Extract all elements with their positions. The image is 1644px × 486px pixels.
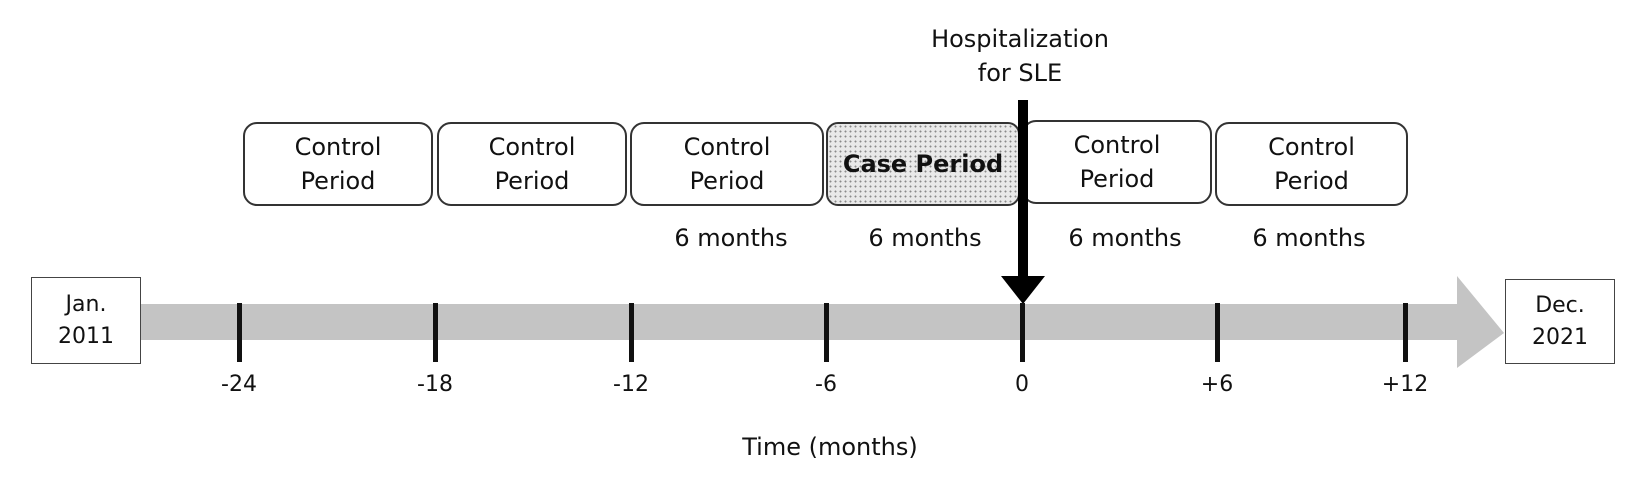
period-label-line1: Control: [488, 133, 576, 161]
tick-label: 0: [1015, 372, 1029, 397]
period-label-line2: Period: [1274, 167, 1349, 195]
end-date-line1: Dec.: [1535, 292, 1585, 318]
start-date-box: Jan. 2011: [31, 277, 141, 364]
event-arrow-shaft: [1018, 100, 1028, 277]
tick-mark: [433, 303, 438, 362]
tick-mark: [1215, 303, 1220, 362]
control-period-box: Control Period: [437, 122, 627, 206]
tick-label: -6: [815, 372, 837, 397]
period-label-line1: Control: [1073, 131, 1161, 159]
period-label-line1: Control: [1268, 133, 1355, 161]
duration-label: 6 months: [1068, 224, 1182, 252]
tick-label: -18: [417, 372, 453, 397]
axis-title: Time (months): [742, 433, 918, 461]
tick-mark: [629, 303, 634, 362]
case-period-label: Case Period: [842, 150, 1004, 178]
end-date-line2: 2021: [1532, 324, 1588, 350]
period-label-line1: Control: [294, 133, 382, 161]
period-label-line1: Control: [683, 133, 771, 161]
duration-label: 6 months: [674, 224, 788, 252]
period-label-line2: Period: [494, 167, 570, 195]
tick-mark: [824, 303, 829, 362]
control-period-box: Control Period: [1022, 120, 1212, 204]
period-label-line2: Period: [300, 167, 376, 195]
tick-label: -24: [221, 372, 257, 397]
tick-mark: [1020, 303, 1025, 362]
start-date-line1: Jan.: [65, 291, 107, 317]
start-date-line2: 2011: [58, 323, 114, 349]
time-axis-arrow: [140, 276, 1504, 368]
period-label-line2: Period: [1079, 165, 1155, 193]
period-label-line2: Period: [689, 167, 765, 195]
end-date-box: Dec. 2021: [1505, 279, 1615, 364]
control-period-box: Control Period: [1215, 122, 1408, 206]
duration-label: 6 months: [868, 224, 982, 252]
tick-label: -12: [613, 372, 649, 397]
duration-label: 6 months: [1252, 224, 1366, 252]
control-period-box: Control Period: [243, 122, 433, 206]
event-arrow-head: [1001, 276, 1045, 304]
event-label: Hospitalization for SLE: [910, 22, 1130, 90]
tick-label: +12: [1381, 372, 1429, 397]
event-label-line1: Hospitalization: [931, 25, 1109, 53]
tick-mark: [237, 303, 242, 362]
case-period-box: Case Period: [826, 122, 1020, 206]
control-period-box: Control Period: [630, 122, 824, 206]
event-label-line2: for SLE: [977, 59, 1063, 87]
tick-label: +6: [1200, 372, 1234, 397]
tick-mark: [1403, 303, 1408, 362]
